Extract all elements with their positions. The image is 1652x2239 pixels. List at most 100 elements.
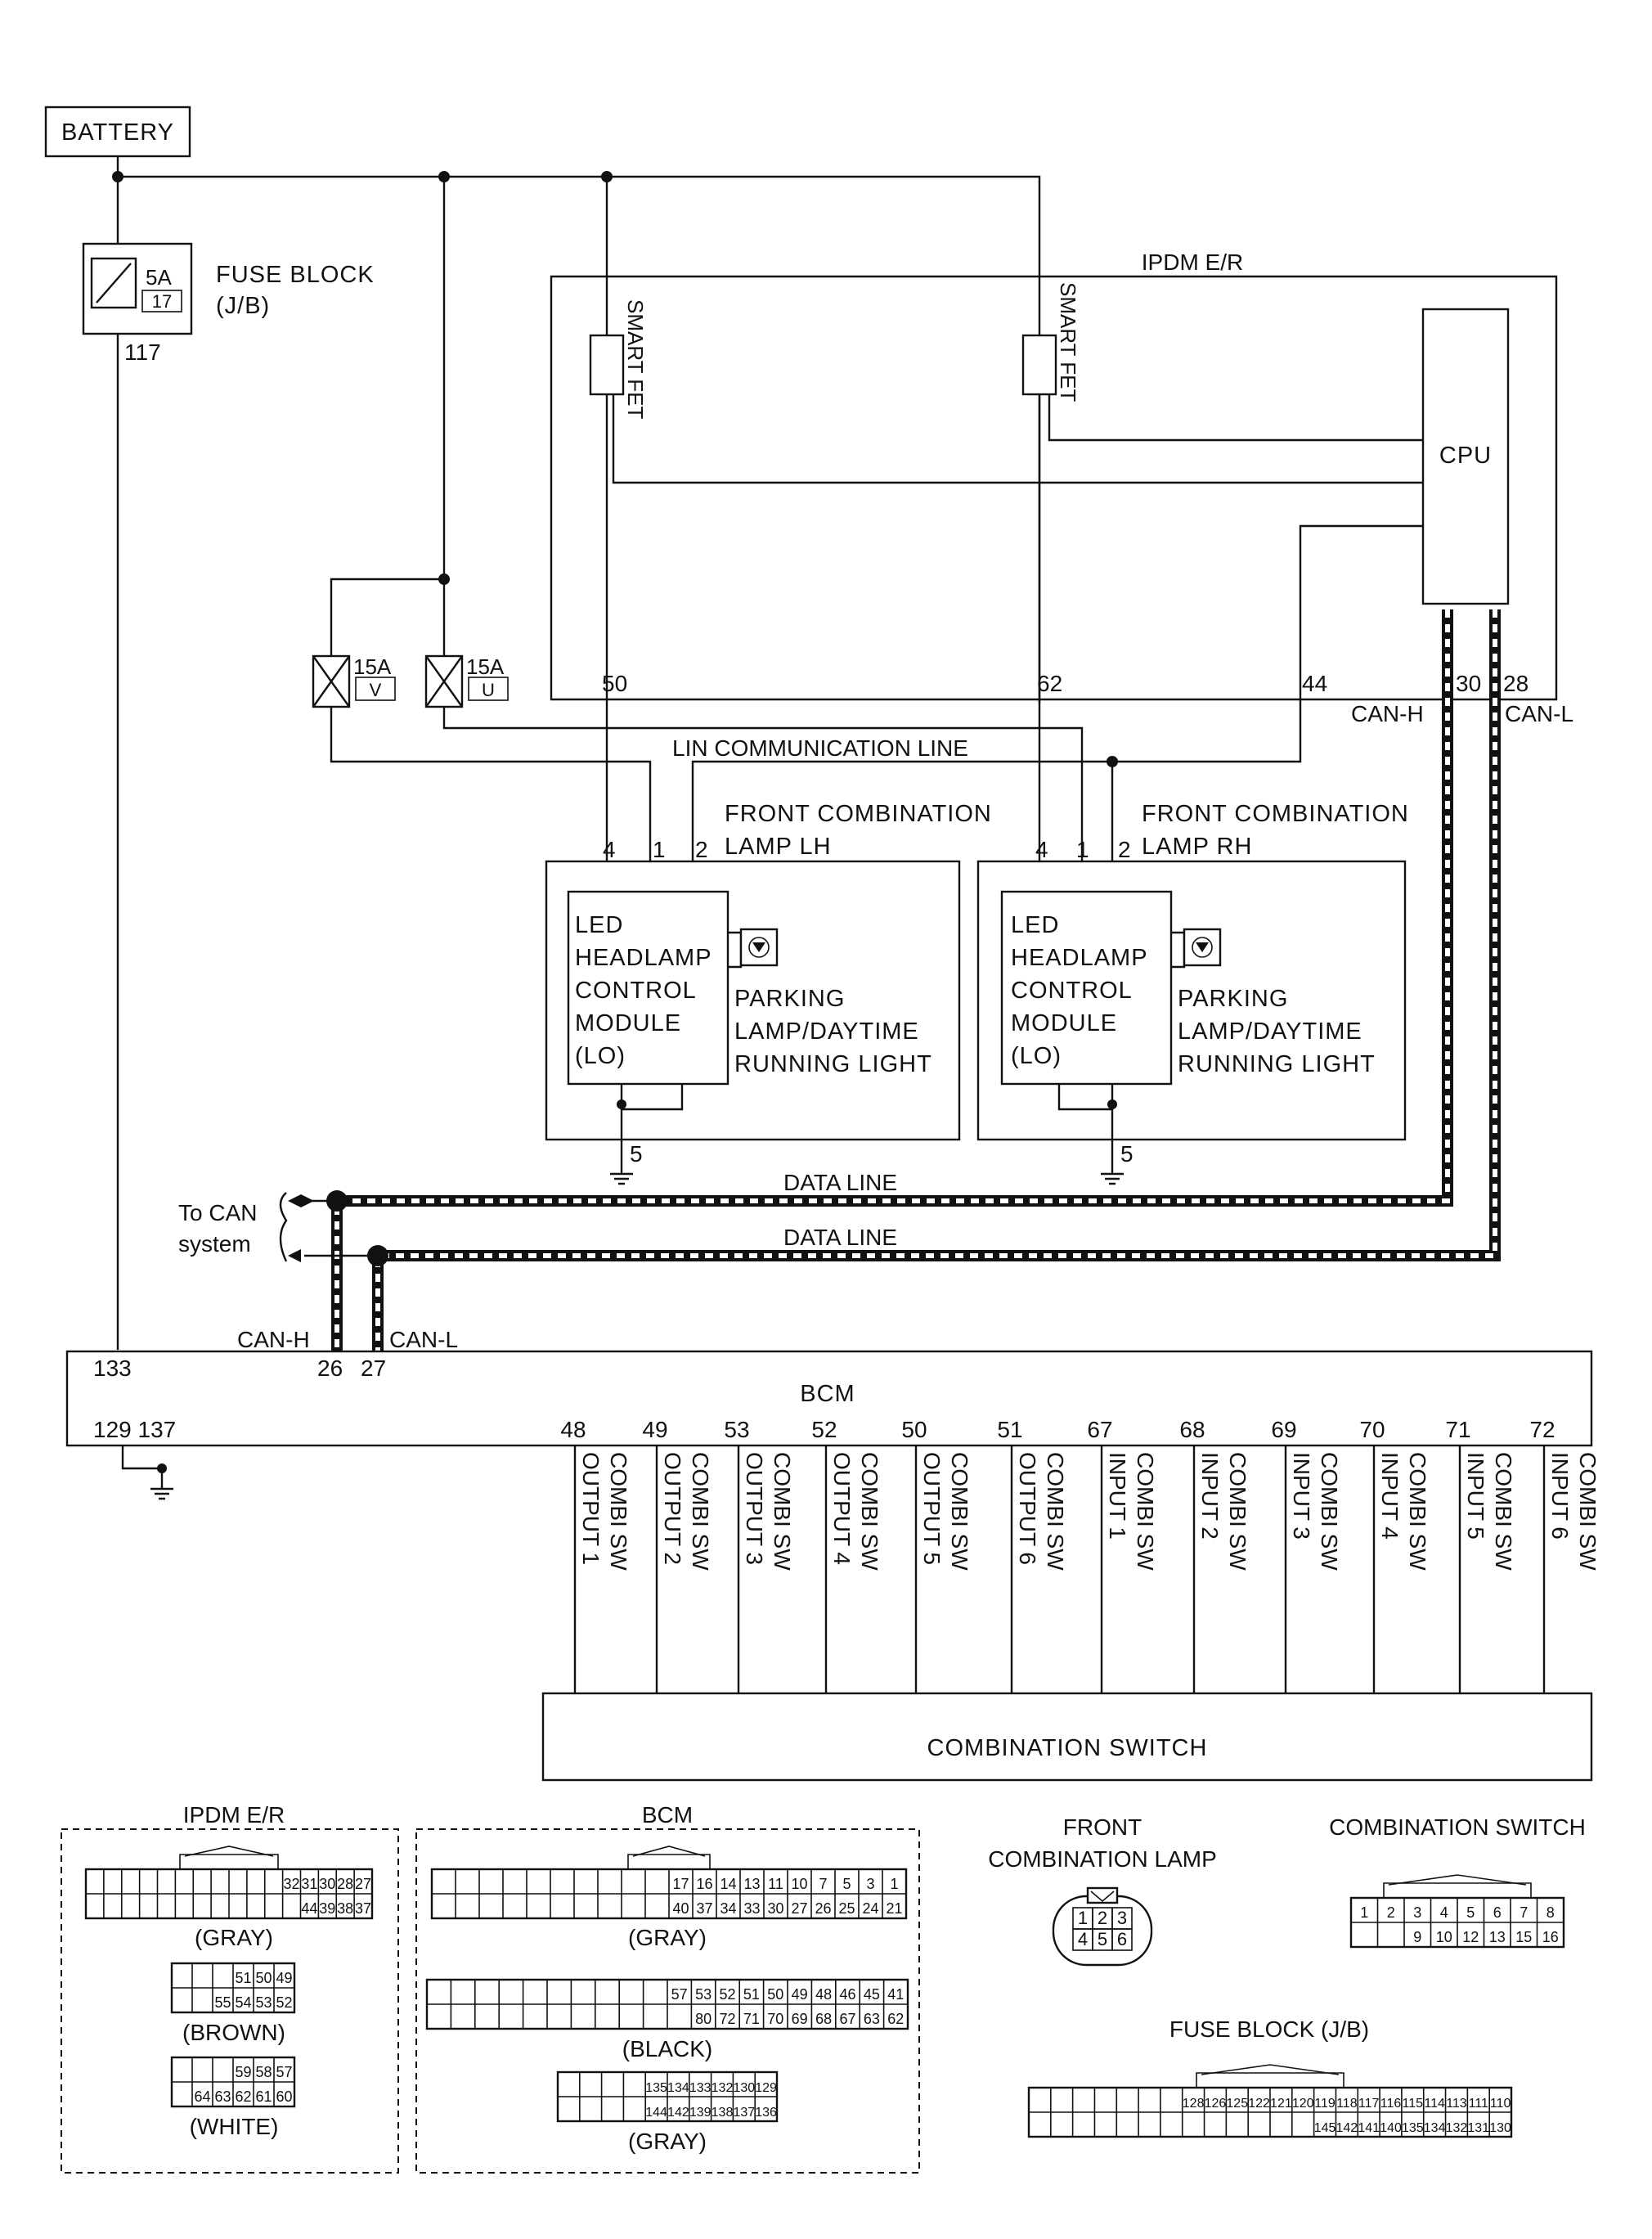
svg-text:131: 131 — [1467, 2121, 1489, 2135]
svg-text:57: 57 — [671, 1986, 688, 2003]
svg-text:64: 64 — [194, 2088, 210, 2105]
svg-text:10: 10 — [1436, 1929, 1452, 1945]
svg-text:45: 45 — [864, 1986, 880, 2003]
svg-text:145: 145 — [1314, 2121, 1336, 2135]
svg-text:RUNNING LIGHT: RUNNING LIGHT — [1178, 1051, 1376, 1077]
svg-text:62: 62 — [235, 2088, 251, 2105]
svg-text:CONTROL: CONTROL — [575, 978, 697, 1004]
fuse-5a-number: 17 — [152, 291, 172, 312]
svg-text:MODULE: MODULE — [575, 1010, 681, 1036]
svg-text:133: 133 — [689, 2081, 712, 2095]
svg-text:34: 34 — [720, 1900, 736, 1917]
svg-text:40: 40 — [672, 1900, 689, 1917]
can-h-junction — [326, 1190, 348, 1212]
bcm-ground-symbol — [150, 1487, 173, 1500]
bcm-gray2-color: (GRAY) — [628, 2129, 707, 2154]
svg-text:120: 120 — [1292, 2097, 1314, 2111]
svg-text:138: 138 — [712, 2106, 734, 2120]
fuse-15a-v — [312, 654, 396, 708]
svg-text:13: 13 — [743, 1876, 760, 1892]
svg-text:50: 50 — [255, 1970, 272, 1986]
svg-text:58: 58 — [255, 2064, 272, 2080]
svg-text:LED: LED — [1011, 912, 1059, 938]
svg-text:53: 53 — [255, 1994, 272, 2011]
lamp-rh-title-1: FRONT COMBINATION — [1142, 801, 1409, 827]
svg-text:5: 5 — [1098, 1929, 1107, 1949]
svg-text:HEADLAMP: HEADLAMP — [1011, 945, 1148, 971]
bcm-signal-pin: 50 — [901, 1417, 927, 1442]
combi-signal-name: COMBI SW — [688, 1452, 713, 1571]
lamp-rh-module-box — [1000, 890, 1173, 1086]
svg-text:14: 14 — [720, 1876, 736, 1892]
fuse-block-label: FUSE BLOCK — [216, 262, 375, 288]
svg-text:67: 67 — [839, 2011, 855, 2027]
fuse-5a — [82, 242, 193, 335]
fuse-block-connector-title: FUSE BLOCK (J/B) — [1169, 2016, 1369, 2042]
combi-signal-name: COMBI SW — [1575, 1452, 1600, 1571]
lamp-rh-ground-symbol — [1101, 1172, 1124, 1185]
svg-text:142: 142 — [667, 2106, 689, 2120]
lamp-lh-parking-text: PARKING LAMP/DAYTIME RUNNING LIGHT — [734, 986, 931, 1077]
svg-text:16: 16 — [1542, 1929, 1559, 1945]
can-h-line — [331, 609, 1453, 1351]
svg-text:(LO): (LO) — [1011, 1043, 1062, 1069]
svg-text:117: 117 — [1358, 2097, 1380, 2111]
fuse-15a-u — [424, 654, 509, 708]
svg-text:1: 1 — [1360, 1904, 1368, 1921]
smart-fet-2 — [1021, 334, 1057, 396]
lamp-rh-module-text: LED HEADLAMP CONTROL MODULE (LO) — [1011, 912, 1148, 1069]
ipdm-white-color: (WHITE) — [190, 2114, 279, 2139]
svg-text:52: 52 — [719, 1986, 735, 2003]
combi-signal-name: OUTPUT 2 — [660, 1452, 685, 1565]
bcm-signal-pin: 70 — [1359, 1417, 1385, 1442]
can-l-junction — [367, 1245, 388, 1266]
lamp-rh-gnd-pin: 5 — [1120, 1141, 1134, 1167]
fuse-5a-amp: 5A — [146, 265, 172, 290]
svg-text:33: 33 — [743, 1900, 760, 1917]
svg-text:132: 132 — [1446, 2121, 1468, 2135]
svg-text:135: 135 — [645, 2081, 667, 2095]
combi-signal-name: OUTPUT 6 — [1015, 1452, 1040, 1565]
lamp-rh-pin-4: 4 — [1035, 837, 1048, 862]
bcm-signal-pin: 48 — [560, 1417, 586, 1442]
splice-dot — [112, 171, 123, 182]
fuse-block-pin: 117 — [124, 339, 161, 365]
svg-text:25: 25 — [838, 1900, 855, 1917]
bcm-can-l-label: CAN-L — [389, 1327, 458, 1352]
svg-text:21: 21 — [886, 1900, 902, 1917]
lamp-lh-pin-4: 4 — [603, 837, 616, 862]
lamp-lh-ground-symbol — [610, 1172, 633, 1185]
combination-switch-label: COMBINATION SWITCH — [927, 1735, 1208, 1761]
svg-text:7: 7 — [1520, 1904, 1528, 1921]
cpu-box — [1421, 308, 1510, 605]
fuse-v-feed — [330, 578, 444, 659]
svg-text:48: 48 — [815, 1986, 832, 2003]
svg-text:115: 115 — [1403, 2097, 1424, 2111]
svg-text:15: 15 — [1515, 1929, 1532, 1945]
svg-text:30: 30 — [319, 1876, 335, 1892]
svg-text:50: 50 — [767, 1986, 783, 2003]
svg-text:130: 130 — [733, 2081, 755, 2095]
svg-text:49: 49 — [276, 1970, 292, 1986]
svg-text:119: 119 — [1314, 2097, 1336, 2111]
fet2-control — [1048, 394, 1423, 442]
combi-signal-name: INPUT 4 — [1377, 1452, 1403, 1540]
svg-text:5: 5 — [1466, 1904, 1475, 1921]
battery-box — [44, 106, 191, 158]
svg-text:HEADLAMP: HEADLAMP — [575, 945, 712, 971]
lamp-rh-parking-text: PARKING LAMP/DAYTIME RUNNING LIGHT — [1178, 986, 1376, 1077]
svg-text:52: 52 — [276, 1994, 292, 2011]
svg-text:111: 111 — [1469, 2097, 1488, 2111]
ipdm-pin-30: 30 — [1456, 671, 1481, 696]
ipdm-box — [550, 275, 1558, 701]
ipdm-pin-44: 44 — [1302, 671, 1327, 696]
svg-text:134: 134 — [1424, 2121, 1446, 2135]
combi-signal-name: OUTPUT 5 — [919, 1452, 945, 1565]
svg-text:31: 31 — [301, 1876, 317, 1892]
bcm-label: BCM — [800, 1381, 855, 1407]
bcm-pin-26: 26 — [317, 1356, 343, 1381]
